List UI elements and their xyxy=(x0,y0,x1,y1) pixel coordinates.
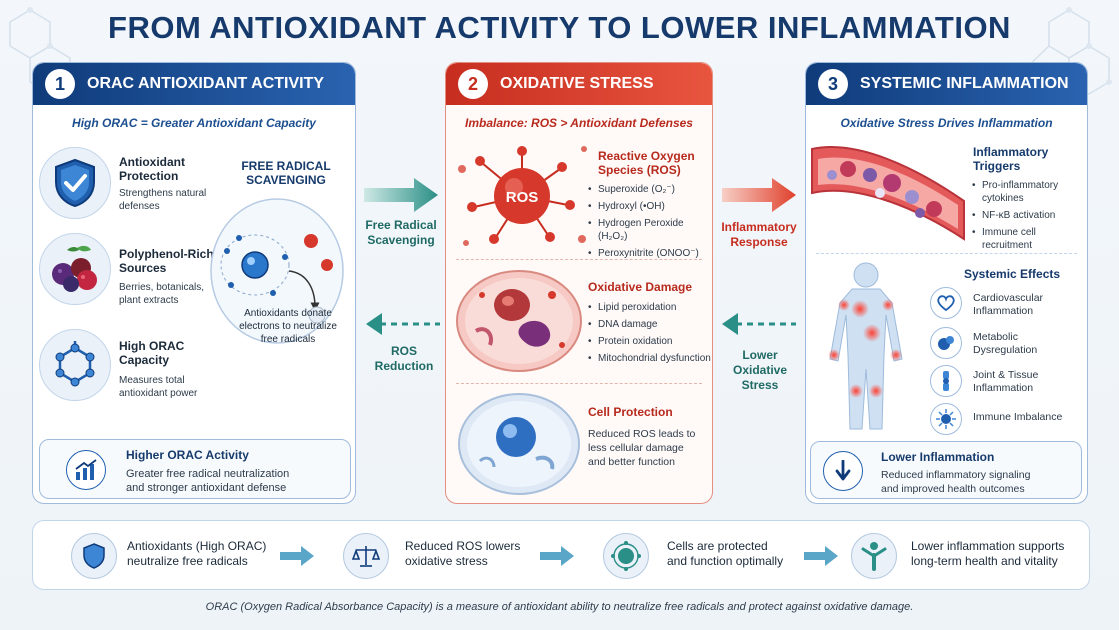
ros-list-item: Hydrogen Peroxide (H₂O₂) xyxy=(588,217,712,243)
protected-cell-icon xyxy=(603,533,649,579)
bar-chart-up-icon xyxy=(66,450,106,490)
panel-1-header: 1 ORAC ANTIOXIDANT ACTIVITY xyxy=(33,63,355,105)
shield-check-icon xyxy=(39,147,111,219)
main-title: FROM ANTIOXIDANT ACTIVITY TO LOWER INFLA… xyxy=(108,10,1011,45)
item-polyphenol-sources-desc: Berries, botanicals,plant extracts xyxy=(119,282,205,306)
panel-2-heading: OXIDATIVE STRESS xyxy=(500,75,654,92)
trigger-list-item: Immune cell recruitment xyxy=(972,226,1084,252)
step-number-3: 3 xyxy=(818,69,848,99)
bottom-flow-summary: Antioxidants (High ORAC)neutralize free … xyxy=(32,520,1090,590)
human-body-inflammation-illustration xyxy=(828,262,903,430)
free-radical-scavenging-illustration xyxy=(210,198,344,344)
arrow-right-inflammatory-response xyxy=(722,178,796,212)
divider xyxy=(456,383,702,384)
panel-1-heading: ORAC ANTIOXIDANT ACTIVITY xyxy=(87,75,325,92)
healthy-cell-illustration xyxy=(458,393,580,495)
molecule-icon xyxy=(39,329,111,401)
immune-cell-icon xyxy=(930,403,962,435)
panel-systemic-inflammation: 3 SYSTEMIC INFLAMMATION Oxidative Stress… xyxy=(805,62,1088,504)
effect-immune-imbalance: Immune Imbalance xyxy=(973,411,1063,423)
systemic-effects-title: Systemic Effects xyxy=(964,267,1061,281)
ros-list: Superoxide (O₂⁻) Hydroxyl (•OH) Hydrogen… xyxy=(588,183,712,264)
person-vitality-icon xyxy=(851,533,897,579)
flow-arrow-right xyxy=(804,546,838,566)
flow-arrow-right xyxy=(280,546,314,566)
ros-list-item: Superoxide (O₂⁻) xyxy=(588,183,712,196)
flow-step-1: Antioxidants (High ORAC)neutralize free … xyxy=(127,539,267,568)
damaged-cell-illustration xyxy=(456,270,582,372)
panel-orac-antioxidant-activity: 1 ORAC ANTIOXIDANT ACTIVITY High ORAC = … xyxy=(32,62,356,504)
ros-list-item: Hydroxyl (•OH) xyxy=(588,200,712,213)
arrow-left-ros-reduction xyxy=(366,313,440,335)
footnote: ORAC (Oxygen Radical Absorbance Capacity… xyxy=(205,601,914,613)
balance-scale-icon xyxy=(343,533,389,579)
panel-3-heading: SYSTEMIC INFLAMMATION xyxy=(860,75,1069,92)
panel-oxidative-stress: 2 OXIDATIVE STRESS Imbalance: ROS > Anti… xyxy=(445,62,713,504)
cell-protection-title: Cell Protection xyxy=(588,405,673,419)
panel-2-header: 2 OXIDATIVE STRESS xyxy=(446,63,712,105)
arrow-left-lower-oxidative-stress xyxy=(722,313,796,335)
shield-icon xyxy=(71,533,117,579)
damage-list-item: Lipid peroxidation xyxy=(588,301,712,314)
ros-label: ROS xyxy=(506,189,539,206)
joint-icon xyxy=(930,365,962,397)
inflammatory-triggers-list: Pro-inflammatory cytokines NF-κB activat… xyxy=(972,179,1084,256)
panel-3-header: 3 SYSTEMIC INFLAMMATION xyxy=(806,63,1087,105)
summary-lower-inflammation: Lower Inflammation Reduced inflammatory … xyxy=(810,441,1082,499)
trigger-list-item: NF-κB activation xyxy=(972,209,1084,222)
oxidative-damage-list: Lipid peroxidation DNA damage Protein ox… xyxy=(588,301,712,369)
heart-icon xyxy=(930,287,962,319)
ros-molecule-illustration: ROS xyxy=(458,146,587,246)
divider xyxy=(816,253,1077,254)
panel-3-subtitle: Oxidative Stress Drives Inflammation xyxy=(840,116,1053,130)
arrow-right-free-radical-scavenging xyxy=(364,178,438,212)
trigger-list-item: Pro-inflammatory cytokines xyxy=(972,179,1084,205)
ros-list-item: Peroxynitrite (ONOO⁻) xyxy=(588,247,712,260)
summary-3-title: Lower Inflammation xyxy=(881,450,995,464)
damage-list-item: DNA damage xyxy=(588,318,712,331)
step-number-2: 2 xyxy=(458,69,488,99)
arrow-down-icon xyxy=(823,451,863,491)
step-number-1: 1 xyxy=(45,69,75,99)
panel-1-subtitle: High ORAC = Greater Antioxidant Capacity xyxy=(72,116,316,130)
flow-arrow-right xyxy=(540,546,574,566)
damage-list-item: Protein oxidation xyxy=(588,335,712,348)
divider xyxy=(456,259,702,260)
berries-icon xyxy=(39,233,111,305)
oxidative-damage-title: Oxidative Damage xyxy=(588,280,693,294)
damage-list-item: Mitochondrial dysfunction xyxy=(588,352,712,365)
blood-vessel-illustration xyxy=(811,146,965,241)
summary-higher-orac-activity: Higher ORAC Activity Greater free radica… xyxy=(39,439,351,499)
cells-icon xyxy=(930,327,962,359)
panel-2-subtitle: Imbalance: ROS > Antioxidant Defenses xyxy=(465,116,693,130)
summary-1-title: Higher ORAC Activity xyxy=(126,448,249,462)
